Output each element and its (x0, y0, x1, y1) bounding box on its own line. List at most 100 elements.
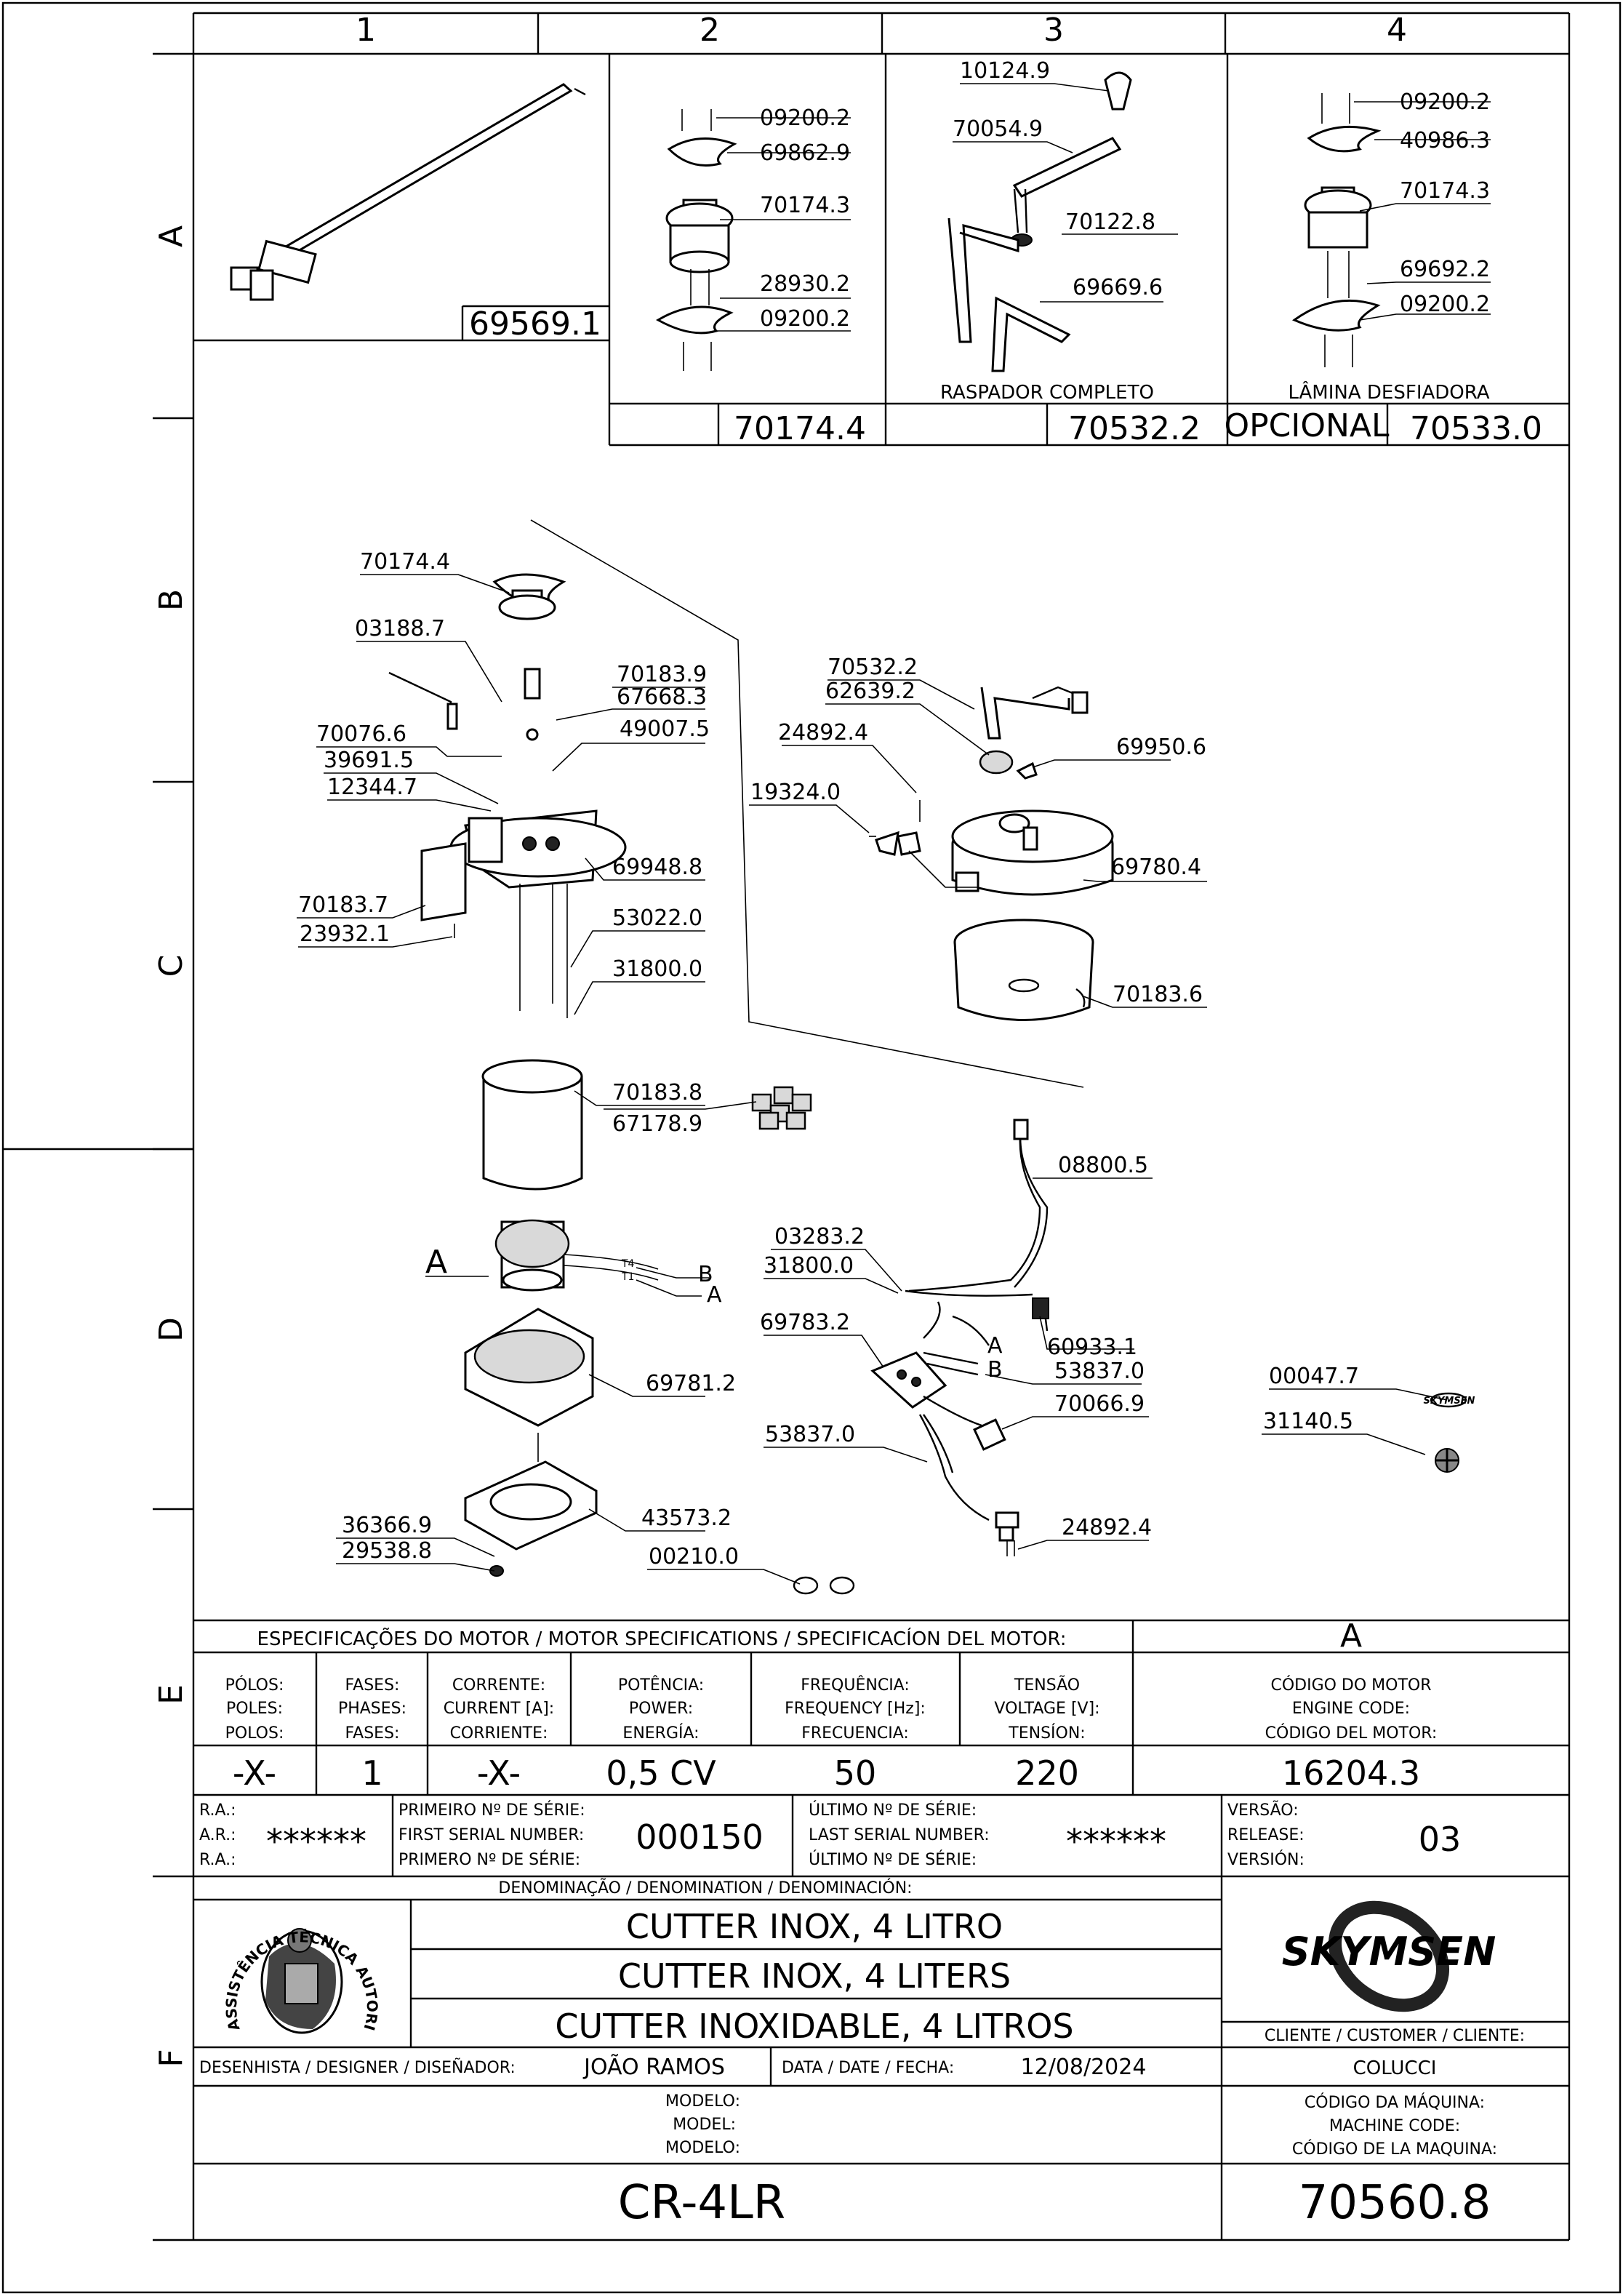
panel2-leaders (716, 117, 851, 332)
model-label: MODELO: (665, 2139, 740, 2157)
panel4-leaders (1354, 101, 1491, 321)
spec-col-poles: PÓLOS: POLES: POLOS: -X- (225, 1676, 284, 1793)
callout-24892.4-b: 24892.4 (1062, 1515, 1152, 1540)
callout-23932.1: 23932.1 (300, 921, 390, 947)
callout-69781.2: 69781.2 (646, 1371, 736, 1396)
ra-label: R.A.: (199, 1801, 236, 1820)
panel4-callout-2: 40986.3 (1400, 128, 1490, 153)
panel3-caption: RASPADOR COMPLETO (940, 382, 1154, 404)
main-right-lid-bowl (869, 686, 1114, 1021)
panel2-callout-5: 09200.2 (760, 306, 850, 332)
column-grid: 1 2 3 4 (193, 12, 1569, 55)
panel4-callout-4: 69692.2 (1400, 257, 1490, 282)
spec-label: FRECUENCIA: (801, 1724, 909, 1743)
callout-69950.6: 69950.6 (1116, 735, 1206, 760)
spec-value-frequency: 50 (834, 1753, 877, 1793)
spec-col-frequency: FREQUÊNCIA: FREQUENCY [Hz]: FRECUENCIA: … (785, 1676, 926, 1793)
spec-label: PÓLOS: (225, 1676, 284, 1695)
sticker-brand-small: SKYMSEN (1424, 1396, 1475, 1407)
callout-70183.9: 70183.9 (617, 662, 707, 687)
callout-67668.3: 67668.3 (617, 684, 707, 710)
spec-label: FASES: (345, 1676, 400, 1695)
panel2-callout-3: 70174.3 (760, 193, 850, 218)
denomination-line-es: CUTTER INOXIDABLE, 4 LITROS (555, 2007, 1073, 2046)
panel3-scraper-drawing (947, 71, 1132, 372)
panel4-caption: LÂMINA DESFIADORA (1288, 380, 1489, 404)
first-serial-label: FIRST SERIAL NUMBER: (398, 1826, 584, 1844)
row-label-C: C (153, 955, 190, 977)
panel2-callout-2: 69862.9 (760, 140, 850, 166)
spec-label: CORRIENTE: (450, 1724, 548, 1743)
callout-08800.5: 08800.5 (1058, 1153, 1148, 1178)
spec-col-power: POTÊNCIA: POWER: ENERGÍA: 0,5 CV (606, 1676, 716, 1793)
callout-53837.0-a: 53837.0 (1054, 1359, 1145, 1384)
last-serial-label: ÚLTIMO Nº DE SÉRIE: (809, 1850, 977, 1869)
top-panels (193, 54, 1569, 447)
row-label-A: A (153, 225, 190, 247)
ra-label: A.R.: (199, 1826, 236, 1844)
spec-label: POLOS: (225, 1724, 284, 1743)
panel2-code: 70174.4 (734, 410, 866, 447)
machine-code-value: 70560.8 (1299, 2176, 1491, 2230)
callout-70183.8: 70183.8 (612, 1080, 702, 1105)
callout-53022.0: 53022.0 (612, 905, 702, 931)
title-block-lines (193, 1876, 1569, 2240)
first-serial-label: PRIMERO Nº DE SÉRIE: (398, 1850, 580, 1869)
motor-spec-heading: ESPECIFICAÇÕES DO MOTOR / MOTOR SPECIFIC… (257, 1627, 1067, 1650)
designer-label: DESENHISTA / DESIGNER / DISEÑADOR: (199, 2057, 516, 2077)
spec-label: ENERGÍA: (622, 1724, 699, 1743)
callout-70174.4: 70174.4 (360, 549, 450, 575)
panel4-blade-drawing (1292, 93, 1382, 367)
callout-29538.8: 29538.8 (342, 1538, 432, 1564)
main-right-leaders (749, 679, 1207, 1008)
callout-70066.9: 70066.9 (1054, 1391, 1145, 1417)
callout-60933.1: 60933.1 (1047, 1335, 1137, 1360)
spec-value-phases: 1 (361, 1753, 382, 1793)
spec-label: POWER: (629, 1700, 693, 1718)
callout-03283.2: 03283.2 (774, 1224, 865, 1249)
callout-70076.6: 70076.6 (316, 721, 406, 747)
brand-name: SKYMSEN (1282, 1929, 1496, 1975)
row-label-D: D (153, 1317, 190, 1342)
spec-col-current: CORRENTE: CURRENT [A]: CORRIENTE: -X- (444, 1676, 554, 1793)
callout-00210.0: 00210.0 (649, 1544, 739, 1569)
version-label: VERSIÓN: (1227, 1850, 1305, 1869)
version-label: RELEASE: (1227, 1826, 1305, 1844)
spec-label: CÓDIGO DO MOTOR (1270, 1676, 1431, 1695)
spec-value-voltage: 220 (1015, 1753, 1079, 1793)
wire-label-b: B (698, 1262, 713, 1287)
motor-spec-table-lines (193, 1619, 1569, 1878)
extra-parts (1262, 1388, 1467, 1473)
panel4-optional-tag: OPCIONAL (1224, 407, 1390, 444)
authorized-service-seal: ASSISTÊNCIA TÉCNICA AUTORIZADA (0, 0, 381, 2034)
seal-text: ASSISTÊNCIA TÉCNICA AUTORIZADA (0, 0, 381, 2033)
machine-code-label: CÓDIGO DE LA MAQUINA: (1292, 2140, 1497, 2159)
column-label-4: 4 (1387, 12, 1407, 49)
panel4-callout-5: 09200.2 (1400, 292, 1490, 317)
spec-label: FREQUÊNCIA: (801, 1676, 910, 1695)
panel2-blade-drawing (655, 109, 737, 371)
wire-tag-t1: T1 (621, 1271, 634, 1283)
callout-03188.7: 03188.7 (355, 616, 445, 641)
denomination-line-en: CUTTER INOX, 4 LITERS (618, 1956, 1011, 1996)
panel4-code: 70533.0 (1410, 410, 1542, 447)
panel3-callout-1: 10124.9 (960, 58, 1050, 84)
wire-label-a: A (707, 1282, 722, 1308)
callout-31800.0-a: 31800.0 (612, 956, 702, 982)
column-label-2: 2 (700, 12, 720, 49)
last-serial-label: LAST SERIAL NUMBER: (809, 1826, 990, 1844)
panel2-callout-4: 28930.2 (760, 271, 850, 297)
customer-value: COLUCCI (1353, 2057, 1437, 2079)
callout-49007.5: 49007.5 (620, 716, 710, 742)
panel1-cable-drawing (230, 83, 586, 301)
motor-letter: A (1340, 1617, 1362, 1655)
ra-value: ****** (266, 1822, 366, 1861)
panel3-leaders (953, 83, 1178, 303)
callout-31140.5: 31140.5 (1263, 1409, 1353, 1434)
panel3-callout-4: 69669.6 (1073, 275, 1163, 300)
model-label: MODELO: (665, 2092, 740, 2111)
spec-label: CORRENTE: (452, 1676, 545, 1695)
skymsen-logo: SKYMSEN (1282, 1900, 1496, 2012)
callout-69783.2: 69783.2 (760, 1310, 850, 1335)
callout-69780.4: 69780.4 (1111, 855, 1201, 880)
